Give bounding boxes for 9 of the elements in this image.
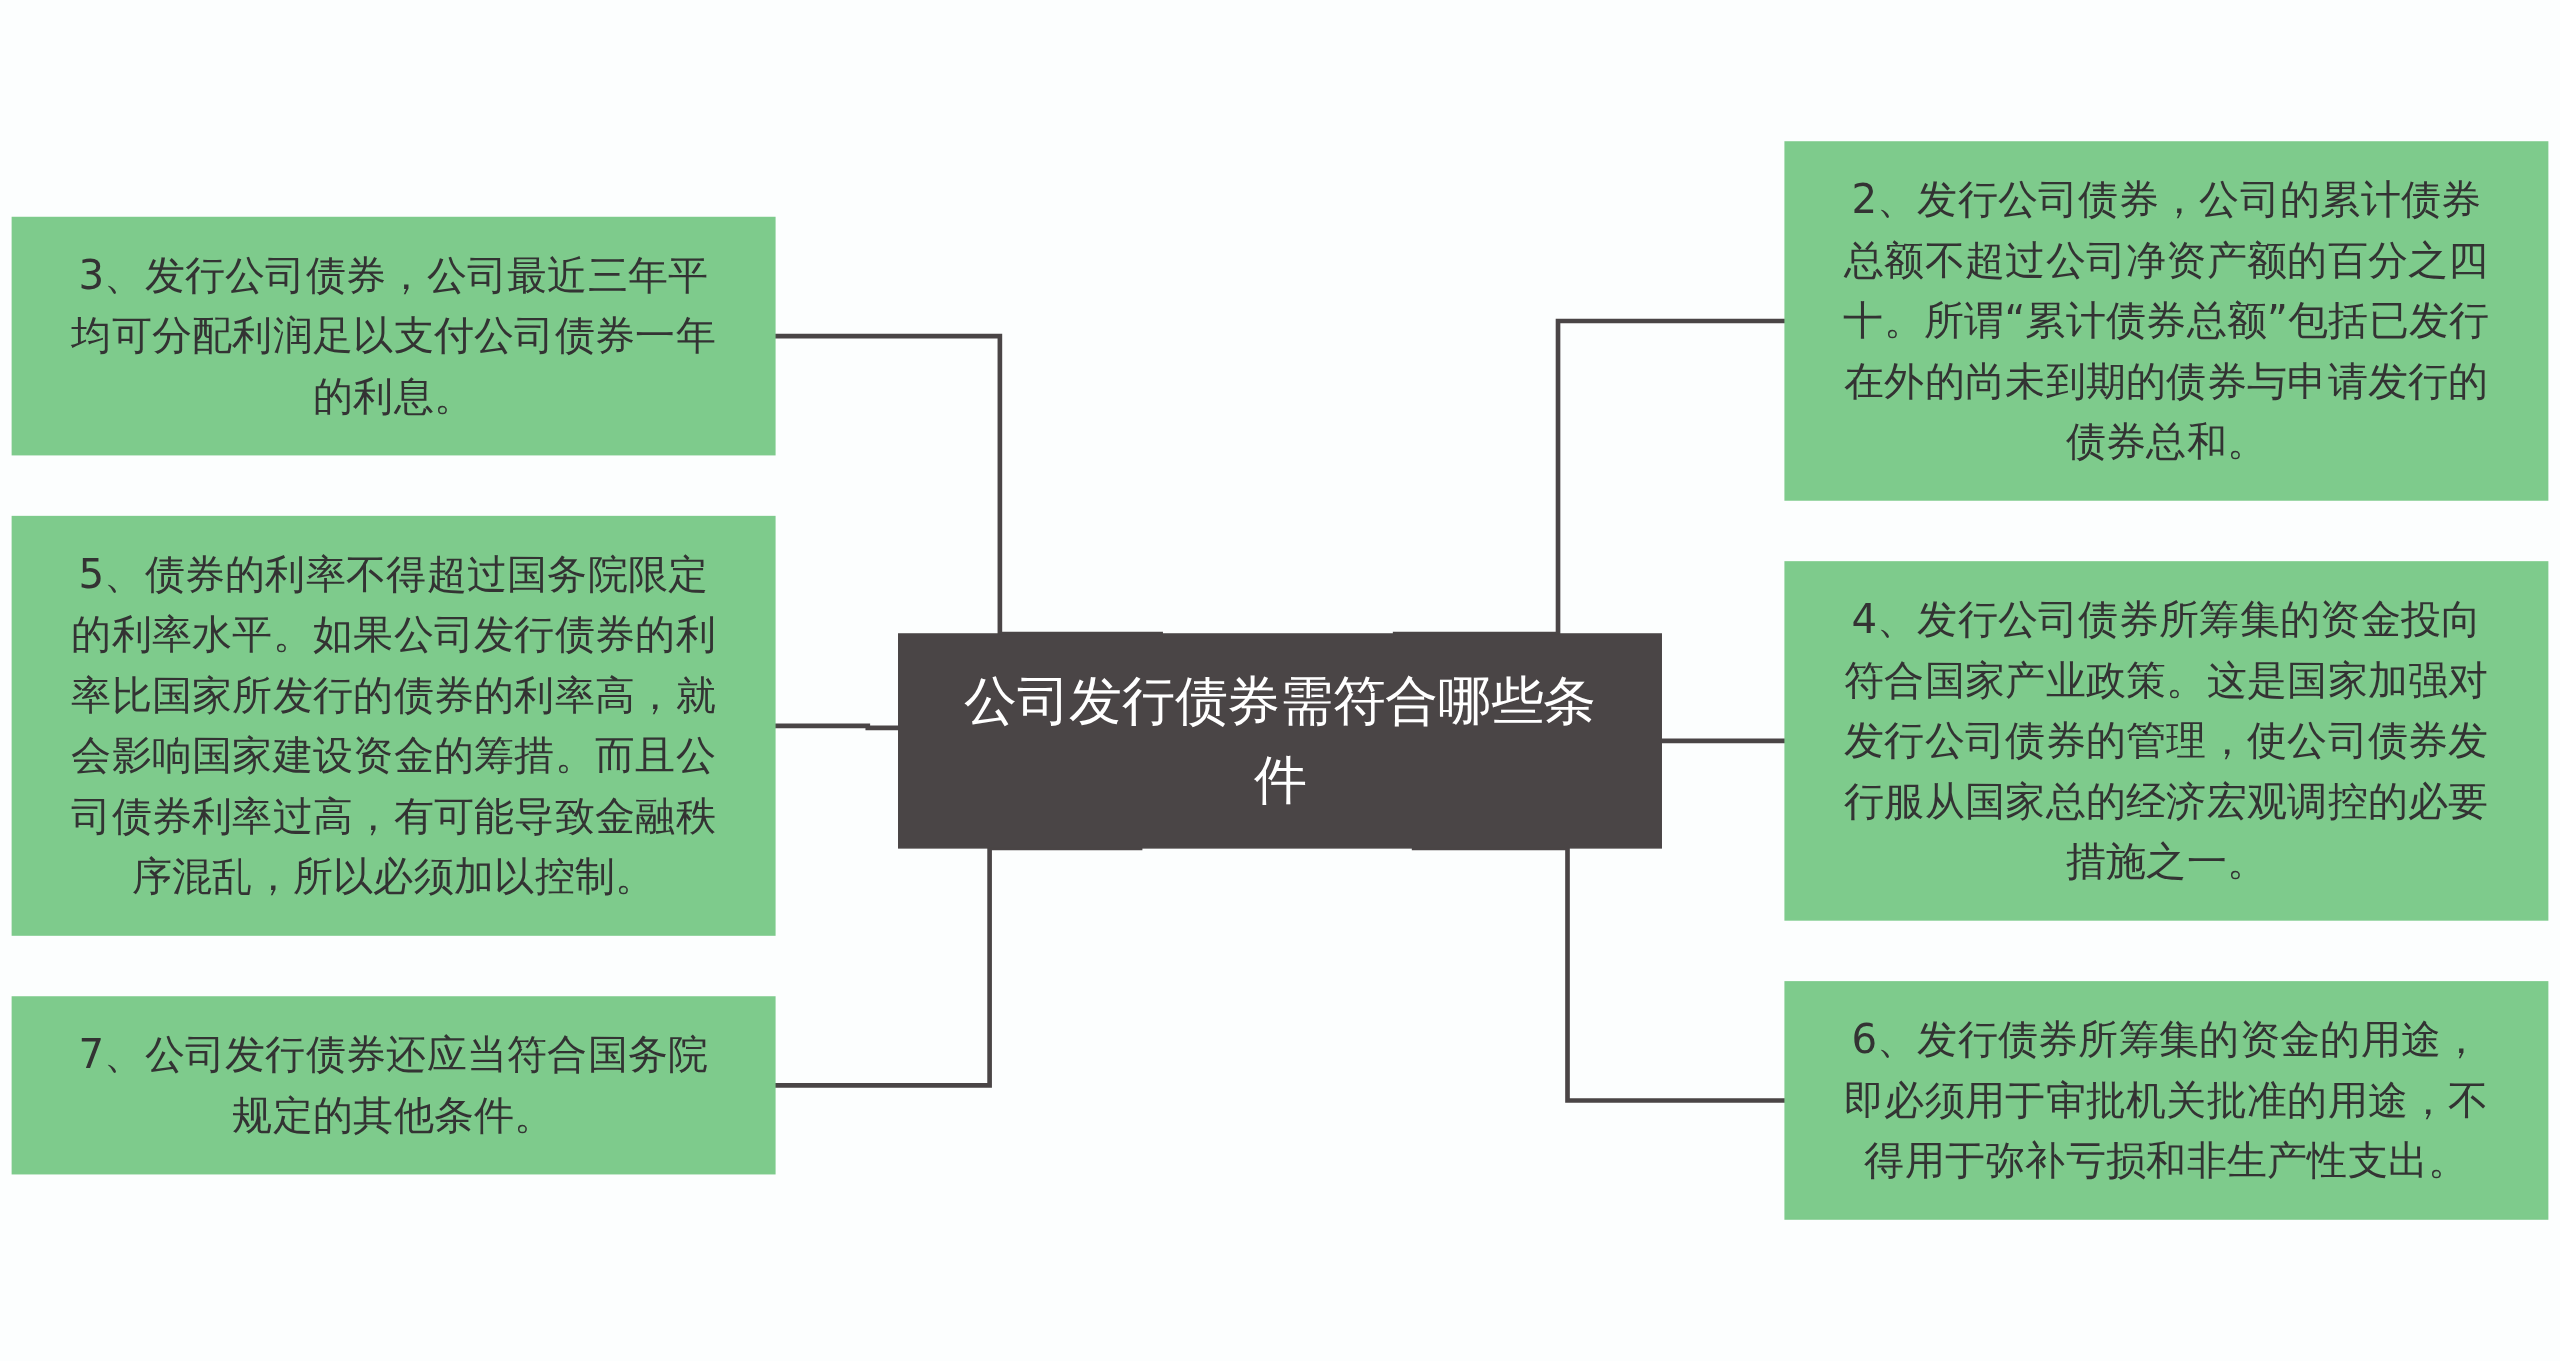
node-box: 7、公司发行债券还应当符合国务院规定的其他条件。 <box>11 996 776 1175</box>
node-box: 4、发行公司债券所筹集的资金投向符合国家产业政策。这是国家加强对发行公司债券的管理，使公司债券发行服从国家总的经济宏观调控的必要措施之一。 <box>1784 561 2549 921</box>
node-box: 5、债券的利率不得超过国务院限定的利率水平。如果公司发行债券的利率比国家所发行的债券的利率高，就会影响国家建设资金的筹措。而且公司债券利率过高，有可能导致金融秩序混乱，所以必须加以控制。 <box>11 515 776 936</box>
connector <box>1661 738 1786 744</box>
node-box: 3、发行公司债券，公司最近三年平均可分配利润足以支付公司债券一年的利息。 <box>11 216 776 456</box>
node-box: 公司发行债券需符合哪些条件 <box>898 633 1662 849</box>
node-box: 2、发行公司债券，公司的累计债券总额不超过公司净资产额的百分之四十。所谓“累计债券总额”包括已发行在外的尚未到期的债券与申请发行的债券总和。 <box>1784 141 2549 501</box>
connector <box>774 723 899 731</box>
node-box: 6、发行债券所筹集的资金的用途，即必须用于审批机关批准的用途，不得用于弥补亏损和非生产性支出。 <box>1784 981 2549 1220</box>
